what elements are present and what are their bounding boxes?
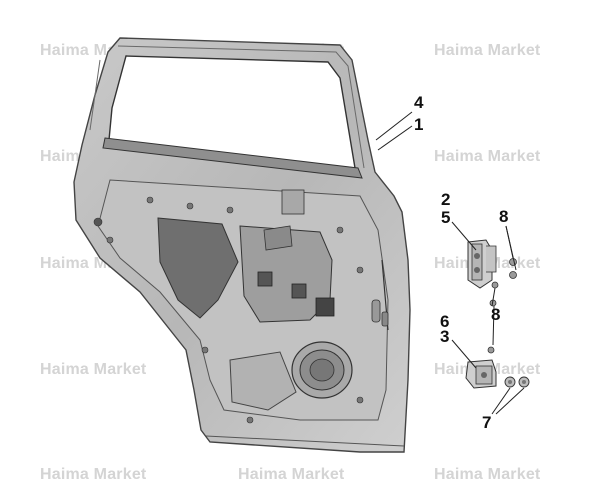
callout-8-upper: 8 xyxy=(499,207,509,226)
callout-3: 3 xyxy=(440,327,450,346)
watermark: Haima Market xyxy=(434,42,541,59)
belt-line xyxy=(102,137,363,179)
callout-5: 5 xyxy=(441,208,451,227)
upper-hinge-assembly xyxy=(467,239,497,289)
watermark: Haima Market xyxy=(434,148,541,165)
callout-4: 4 xyxy=(414,93,424,112)
leader-lines xyxy=(375,111,525,415)
callout-7: 7 xyxy=(482,413,492,432)
lower-hinge-assembly xyxy=(465,346,497,389)
watermark: Haima Market xyxy=(40,466,147,483)
watermark: Haima Market xyxy=(434,466,541,483)
callout-2: 2 xyxy=(441,190,451,209)
callout-8-middle: 8 xyxy=(491,305,501,324)
callout-1: 1 xyxy=(414,115,424,134)
callout-6: 6 xyxy=(440,312,450,331)
access-opening xyxy=(157,217,239,319)
watermark: Haima Market xyxy=(238,466,345,483)
lower-hinge-nuts xyxy=(504,376,530,388)
watermark: Haima Market xyxy=(40,361,147,378)
